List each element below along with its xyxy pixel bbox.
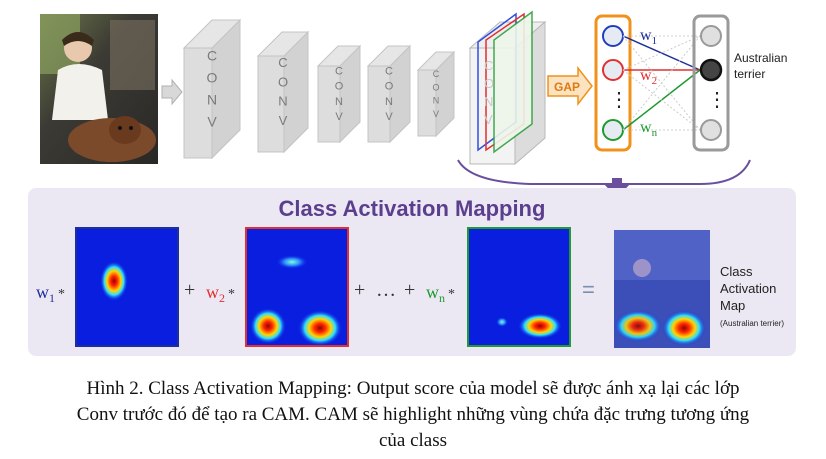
weight-label-n: wn <box>640 119 658 139</box>
gap-neurons: ⋮ <box>594 14 632 152</box>
output-neurons: ⋮ <box>692 14 730 152</box>
figure-caption: Hình 2. Class Activation Mapping: Output… <box>0 376 826 454</box>
input-arrow <box>161 78 183 106</box>
term-1-weight: w1* <box>36 282 65 305</box>
cam-result-label: Class Activation Map (Australian terrier… <box>720 264 784 328</box>
output-neuron-terrier <box>699 58 723 82</box>
conv-label-char: C <box>335 66 343 78</box>
caption-line-2: Conv trước đó để tạo ra CAM. CAM sẽ high… <box>76 404 750 425</box>
gap-arrow: GAP <box>547 65 593 107</box>
output-class-label: Australian terrier <box>734 51 787 81</box>
cam-result <box>614 230 710 348</box>
plus-1: + <box>184 279 195 301</box>
gap-label: GAP <box>554 80 580 94</box>
output-class-line2: terrier <box>734 67 765 81</box>
plus-2: + <box>354 279 365 301</box>
conv-label-char: C <box>207 48 217 64</box>
conv-label-char: N <box>385 96 393 108</box>
cam-term-2: w2* <box>206 227 349 347</box>
caption-line-3: của class <box>378 430 448 451</box>
ellipsis-sum: + … + <box>354 279 415 301</box>
gap-neuron-1 <box>602 25 624 47</box>
gap-neuron-2 <box>602 59 624 81</box>
conv-label-char: C <box>385 66 393 78</box>
conv-label-char: N <box>433 96 440 106</box>
equals-sign: = <box>582 277 595 302</box>
conv-label-char: V <box>279 113 288 128</box>
cam-label-line3: Map <box>720 298 745 313</box>
output-neuron-1 <box>700 25 722 47</box>
conv-label-char: N <box>207 92 217 108</box>
conv-label-char: V <box>335 111 343 123</box>
cam-panel: Class Activation Mapping <box>28 188 796 356</box>
weight-label-2: w2 <box>640 67 657 87</box>
ellipsis: … <box>376 279 396 301</box>
weight-label-1: w1 <box>640 27 657 47</box>
plus-3: + <box>404 279 415 301</box>
conv-label-char: O <box>207 70 218 86</box>
conv-label-char: O <box>278 74 288 89</box>
conv-label-char: C <box>278 55 287 70</box>
gap-dots: ⋮ <box>609 89 629 111</box>
conv-label-char: N <box>278 94 287 109</box>
panel-title: Class Activation Mapping <box>279 196 546 221</box>
output-class-line1: Australian <box>734 51 787 65</box>
term-n-weight: wn* <box>426 282 455 305</box>
conv-label-char: C <box>433 69 440 79</box>
cam-term-n: wn* <box>426 227 571 347</box>
input-photo <box>40 14 158 164</box>
cam-label-line1: Class <box>720 264 753 279</box>
weight-connections <box>622 35 701 131</box>
conv-label-char: N <box>335 96 343 108</box>
cam-term-1: w1* <box>36 227 179 347</box>
conv-label-char: O <box>432 82 439 92</box>
conv-label-char: O <box>385 81 394 93</box>
gap-neuron-n <box>602 119 624 141</box>
cam-label-note: (Australian terrier) <box>720 319 784 328</box>
output-neuron-n <box>700 119 722 141</box>
conv-label-char: O <box>335 81 344 93</box>
cam-label-line2: Activation <box>720 281 776 296</box>
term-2-weight: w2* <box>206 282 235 305</box>
conv-label-char: V <box>207 114 217 130</box>
caption-line-1: Hình 2. Class Activation Mapping: Output… <box>86 378 740 399</box>
output-dots: ⋮ <box>707 89 727 111</box>
weight-labels: w1 w2 wn <box>640 27 658 139</box>
conv-label-char: V <box>385 111 393 123</box>
conv-label-char: V <box>433 109 439 119</box>
